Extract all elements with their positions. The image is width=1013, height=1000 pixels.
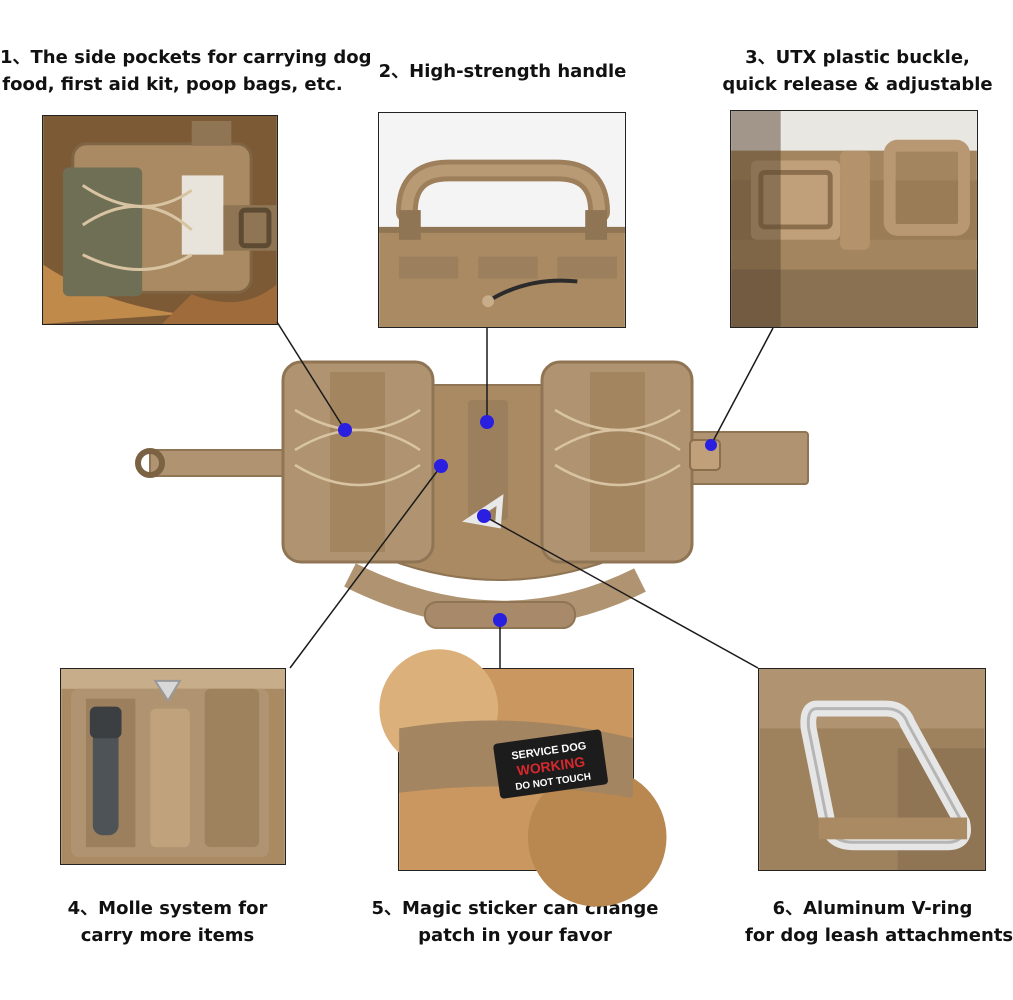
pocket-closeup: [42, 115, 278, 325]
molle-closeup-image: [61, 669, 285, 864]
caption-3-line-2: quick release & adjustable: [722, 74, 993, 95]
patch-closeup: SERVICE DOG WORKING DO NOT TOUCH: [379, 649, 667, 907]
caption-6-line-2: for dog leash attachments: [745, 925, 1013, 946]
marker-5: [493, 613, 507, 627]
molle-closeup: [60, 668, 286, 865]
buckle-closeup: [730, 110, 978, 328]
pocket-closeup-image: [43, 116, 277, 324]
marker-3: [705, 439, 717, 451]
caption-2-line-1: 2、High-strength handle: [378, 61, 627, 82]
caption-1-line-2: food, first aid kit, poop bags, etc.: [2, 74, 343, 95]
caption-1-line-1: 1、The side pockets for carrying dog: [0, 47, 372, 68]
caption-4: 4、Molle system for carry more items: [40, 895, 295, 949]
caption-4-line-2: carry more items: [80, 925, 255, 946]
marker-1: [338, 423, 352, 437]
caption-3: 3、UTX plastic buckle, quick release & ad…: [720, 44, 995, 98]
caption-5-line-2: patch in your favor: [418, 925, 612, 946]
caption-4-line-1: 4、Molle system for: [67, 898, 268, 919]
marker-4: [434, 459, 448, 473]
caption-2: 2、High-strength handle: [375, 58, 630, 85]
handle-closeup-image: [379, 113, 625, 327]
caption-6-line-1: 6、Aluminum V-ring: [772, 898, 973, 919]
caption-6: 6、Aluminum V-ring for dog leash attachme…: [745, 895, 1013, 949]
marker-6: [477, 509, 491, 523]
marker-2: [480, 415, 494, 429]
caption-1: 1、The side pockets for carrying dog food…: [0, 44, 372, 98]
patch-closeup-image: SERVICE DOG WORKING DO NOT TOUCH: [379, 649, 667, 907]
caption-3-line-1: 3、UTX plastic buckle,: [745, 47, 970, 68]
buckle-closeup-image: [731, 111, 977, 327]
harness-main: [135, 360, 809, 629]
v-ring-closeup-image: [759, 669, 985, 870]
handle-closeup: [378, 112, 626, 328]
v-ring-closeup: [758, 668, 986, 871]
